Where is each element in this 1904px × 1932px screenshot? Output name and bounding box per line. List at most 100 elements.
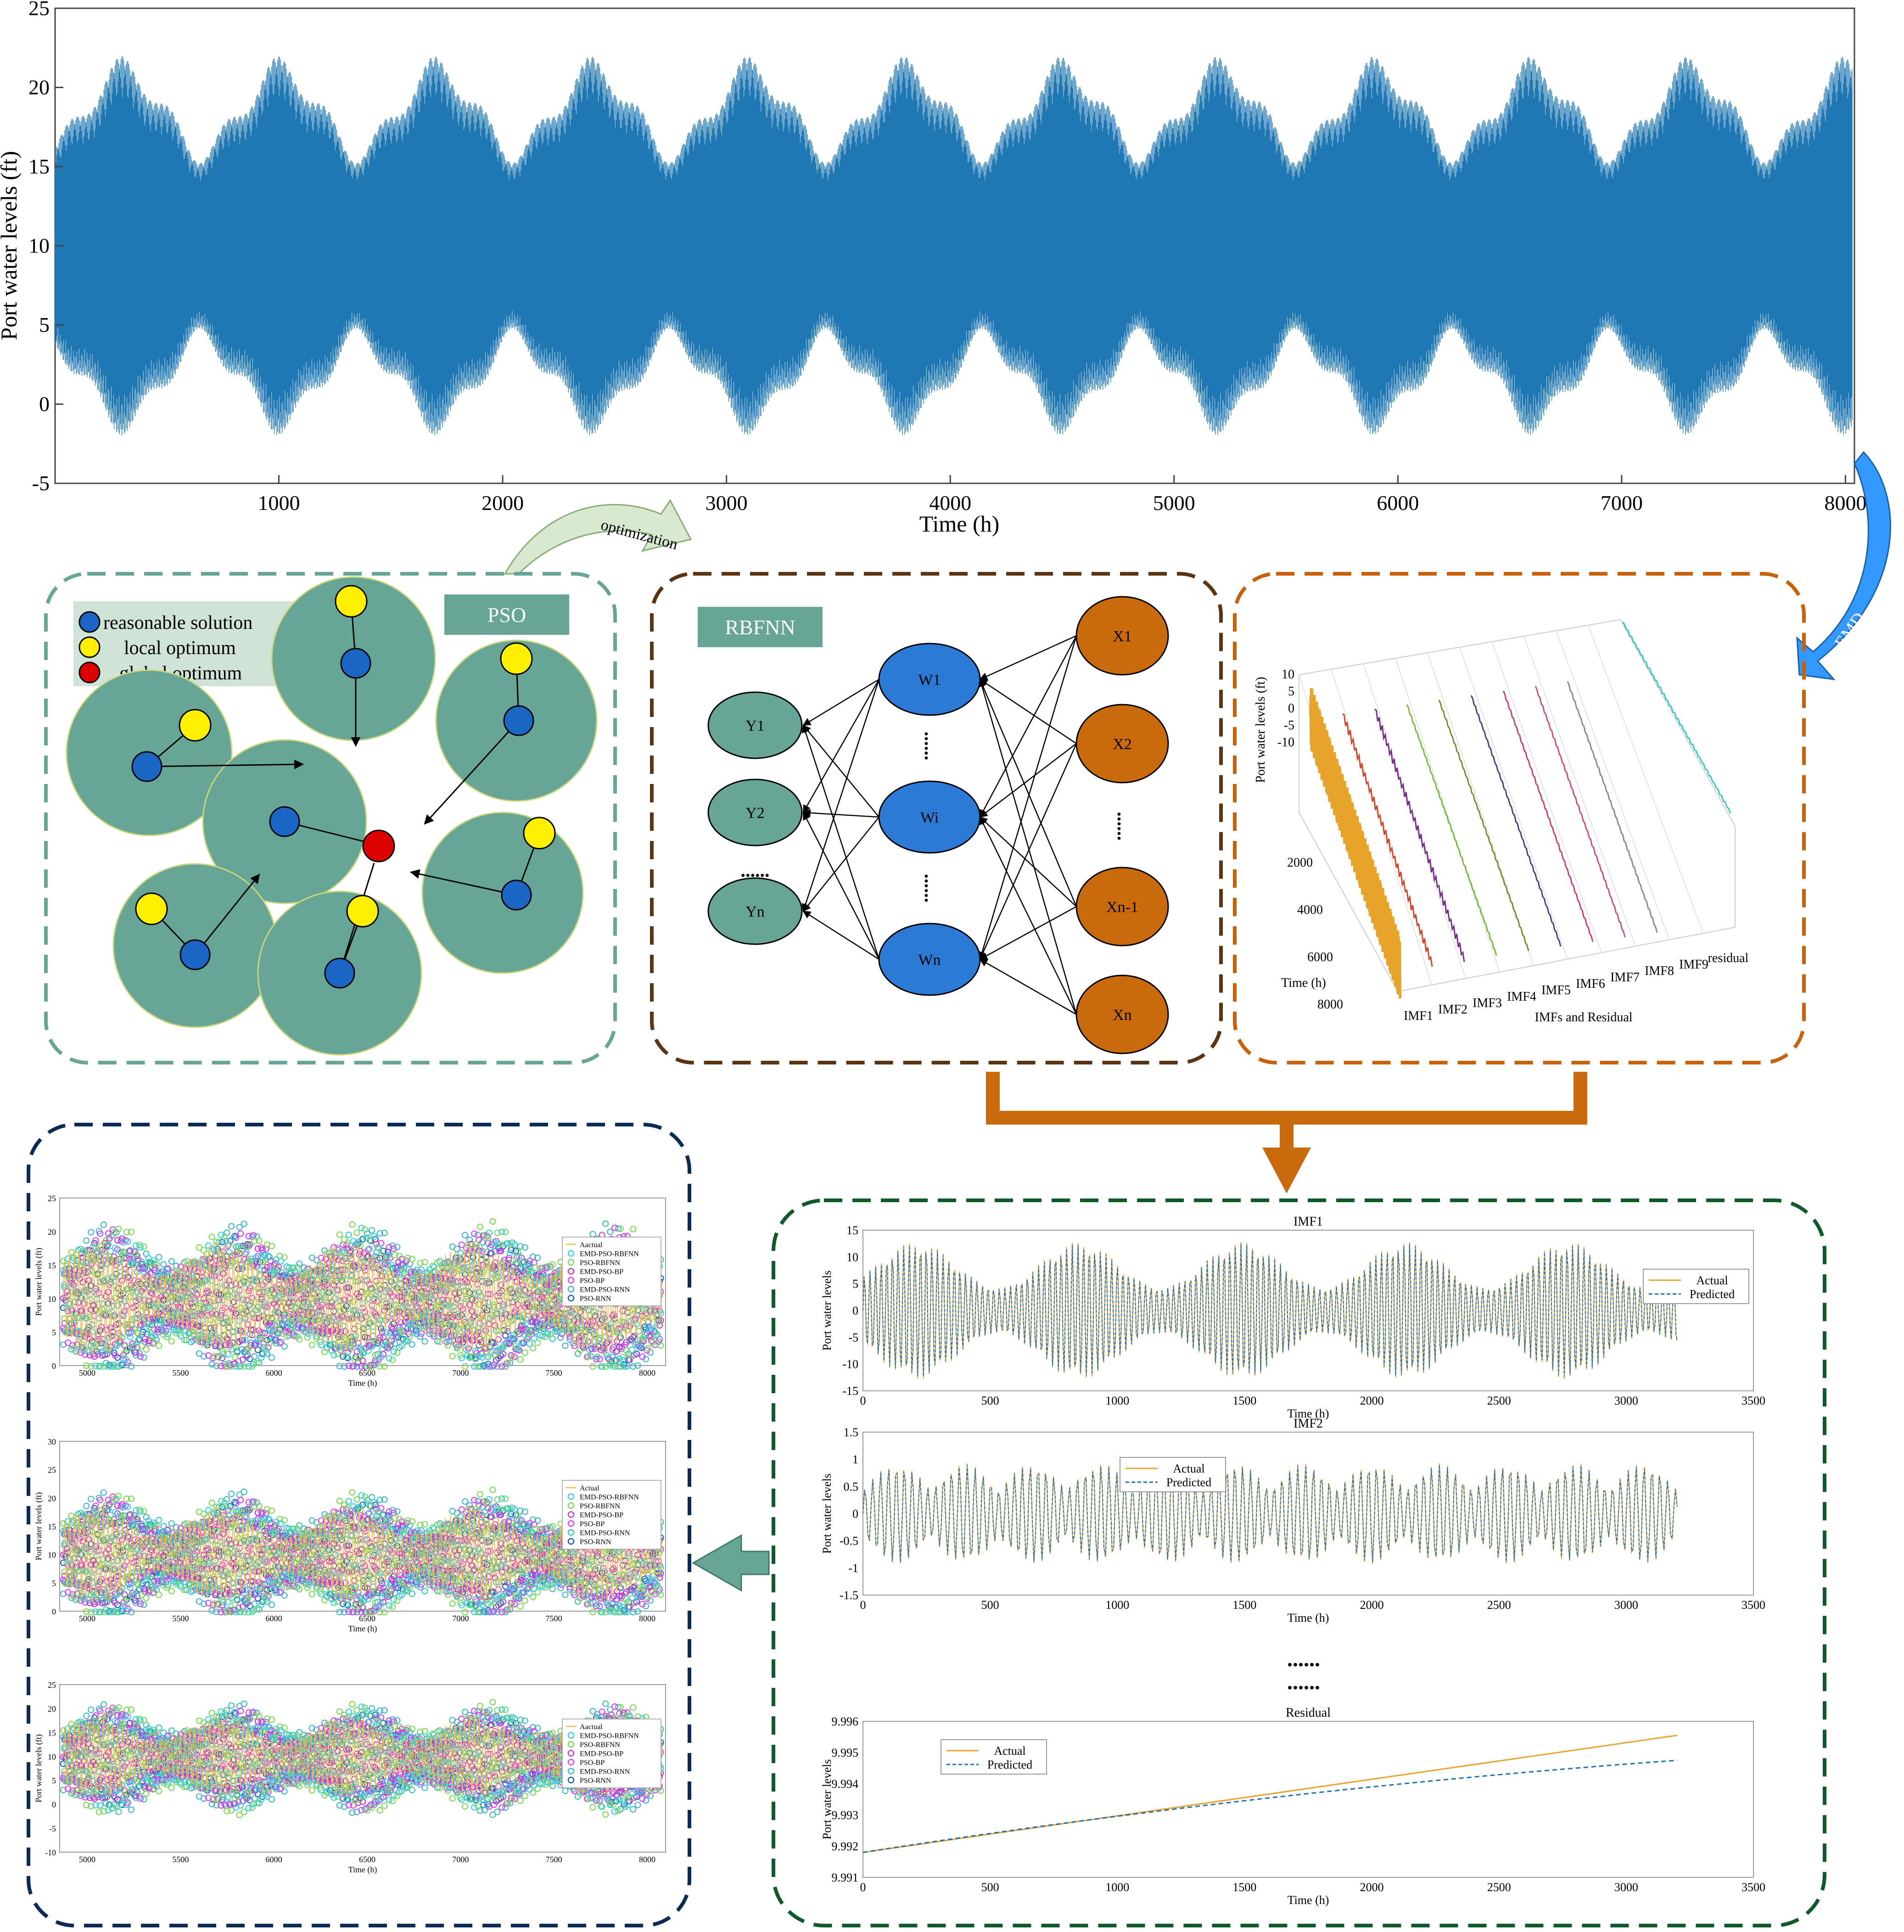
- imf-x-tick: 2000: [1360, 1394, 1384, 1407]
- legend-swatch: [567, 1250, 575, 1257]
- input-connection: [979, 678, 1077, 907]
- legend-label: Predicted: [1166, 1476, 1211, 1489]
- output-ellipsis: ......: [741, 860, 770, 881]
- legend-label: Aactual: [580, 1723, 603, 1731]
- water-level-series: [55, 56, 1853, 436]
- imf-x-tick: 3500: [1742, 1881, 1765, 1894]
- imf-x-tick: 1000: [1105, 1394, 1129, 1407]
- comparison-y-tick: 20: [48, 1494, 56, 1503]
- input-connection: [979, 906, 1077, 960]
- imf-y-tick: 5: [852, 1277, 858, 1291]
- legend-label: Actual: [580, 1484, 599, 1492]
- output-connection: [802, 809, 879, 818]
- comparison-x-tick: 5500: [172, 1855, 189, 1864]
- emd-grid-line: [1363, 663, 1466, 979]
- legend-swatch: [567, 1768, 575, 1775]
- legend-label: PSO-BP: [580, 1277, 605, 1285]
- pso-title: PSO: [487, 603, 526, 627]
- comparison-x-tick: 6000: [266, 1614, 282, 1623]
- local-optimum-marker: [78, 636, 101, 658]
- x-tick-label: 5000: [1153, 491, 1195, 515]
- comparison-x-tick: 5500: [172, 1614, 189, 1623]
- input-connection: [979, 678, 1077, 745]
- legend-label: EMD-PSO-BP: [580, 1268, 623, 1276]
- imf-y-tick: -15: [842, 1384, 858, 1398]
- comparison-x-tick: 8000: [639, 1368, 655, 1378]
- imf-ylabel: Port water levels: [820, 1473, 834, 1554]
- comparison-x-tick: 7000: [452, 1368, 469, 1378]
- x-tick-label: 8000: [1824, 491, 1866, 515]
- imf-trace: [1470, 695, 1562, 947]
- comparison-y-tick: 15: [48, 1728, 56, 1737]
- imf-x-tick: 1500: [1232, 1394, 1256, 1407]
- global-optimum-dot: [362, 829, 395, 862]
- emd-time-tick: 2000: [1287, 856, 1313, 870]
- imf-y-tick: -1.5: [840, 1589, 858, 1602]
- legend-label: PSO-RNN: [580, 1538, 611, 1546]
- hidden-node: [878, 923, 981, 996]
- imf-x-tick: 0: [860, 1881, 866, 1894]
- emd-grid-line: [1395, 658, 1500, 973]
- input-connection: [979, 816, 1077, 907]
- output-node-label: Y2: [745, 805, 765, 822]
- legend-label: Actual: [1173, 1462, 1204, 1475]
- output-connection: [802, 817, 879, 912]
- imf-y-tick: -1: [848, 1562, 858, 1575]
- legend-swatch: [567, 1493, 575, 1500]
- comparison-x-tick: 6000: [266, 1855, 282, 1864]
- legend-label: PSO-RBFNN: [580, 1502, 620, 1510]
- legend-label: PSO-RBFNN: [580, 1259, 620, 1267]
- comparison-y-tick: 20: [48, 1704, 56, 1714]
- legend-label: Predicted: [1690, 1288, 1735, 1301]
- optimization-arrow: optimization: [504, 499, 692, 575]
- imf-legend: [1120, 1457, 1226, 1492]
- legend-label: EMD-PSO-RBFNN: [580, 1494, 639, 1501]
- legend-label: EMD-PSO-RBFNN: [580, 1250, 639, 1258]
- input-node-label: Xn-1: [1106, 899, 1138, 916]
- comparison-legend: [562, 1719, 661, 1788]
- imf-x-tick: 500: [981, 1881, 999, 1894]
- legend-label: EMD-PSO-BP: [580, 1512, 623, 1519]
- input-connection: [979, 635, 1077, 818]
- emd-time-tick: 8000: [1317, 997, 1343, 1012]
- emd-grid-line: [1523, 636, 1636, 947]
- rbfnn-nodes: Y1Y2Yn......W1WiWn............X1X2Xn-1Xn…: [707, 596, 1169, 1054]
- emd-imf-tick: IMF5: [1541, 983, 1571, 997]
- imf-ellipsis: ......: [1287, 1670, 1320, 1694]
- legend-swatch: [567, 1758, 575, 1766]
- emd-imf-tick: IMF1: [1404, 1009, 1433, 1023]
- comparison-y-tick: 20: [48, 1227, 56, 1237]
- x-tick-label: 1000: [258, 491, 300, 515]
- emd-ylabel: Port water levels (ft): [1254, 677, 1268, 783]
- velocity-arrow: [194, 874, 260, 955]
- legend-label: Actual: [994, 1744, 1025, 1758]
- emd-grid-line: [1491, 641, 1602, 953]
- emd-3d-box: [1299, 619, 1736, 992]
- legend-label: Actual: [1696, 1274, 1728, 1287]
- local-optimum-dot: [500, 642, 533, 675]
- pso-title-box: [444, 594, 569, 635]
- rbfnn-title: RBFNN: [725, 616, 795, 639]
- imf-y-tick: 9.995: [832, 1746, 859, 1759]
- comparison-y-tick: 15: [48, 1522, 56, 1531]
- y-tick-label: 10: [28, 234, 50, 258]
- top-chart-ylabel: Port water levels (ft): [0, 151, 22, 340]
- comparison-y-tick: 30: [48, 1437, 56, 1446]
- comparison-x-tick: 6500: [359, 1614, 375, 1623]
- legend-swatch: [567, 1520, 575, 1527]
- comparison-xlabel: Time (h): [348, 1624, 377, 1634]
- legend-label: EMD-PSO-RNN: [580, 1768, 630, 1776]
- emd-imf-tick: IMF6: [1576, 977, 1605, 991]
- legend-label: EMD-PSO-RBFNN: [580, 1732, 639, 1740]
- imf-ylabel: Port water levels: [820, 1759, 834, 1840]
- emd-z-tick: -5: [1284, 718, 1294, 733]
- x-tick-label: 4000: [929, 491, 971, 515]
- legend-swatch: [567, 1732, 575, 1739]
- imf-x-tick: 0: [860, 1394, 866, 1407]
- imf-xlabel: Time (h): [1288, 1611, 1329, 1624]
- comparison-x-tick: 6500: [359, 1368, 375, 1378]
- comparison-xlabel: Time (h): [348, 1865, 377, 1875]
